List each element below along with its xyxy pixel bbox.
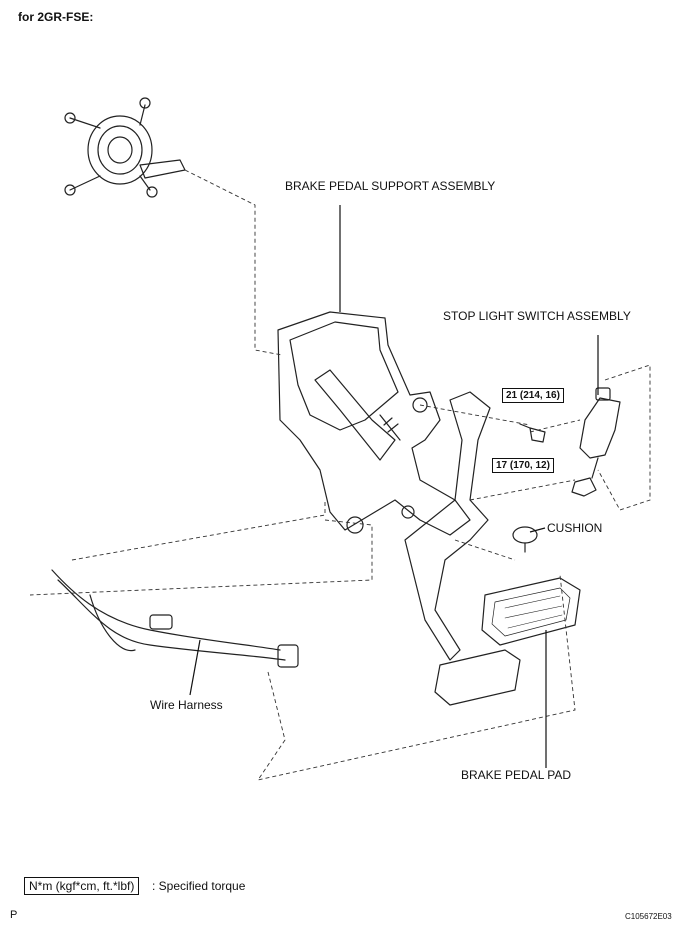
pedal-support-bracket [277, 311, 471, 536]
leader-lines [189, 205, 599, 768]
stop-light-switch-part [579, 387, 621, 479]
legend-unit-box: N*m (kgf*cm, ft.*lbf) [24, 877, 140, 895]
brake-pedal-pad-part [481, 577, 581, 646]
figure-code: C105672E03 [625, 912, 672, 921]
torque-box-nut: 17 (170, 12) [492, 458, 554, 473]
pedal-pad-on-arm [434, 649, 521, 706]
nut-17 [571, 477, 597, 497]
legend-description: : Specified torque [152, 879, 246, 893]
wire-harness-part [51, 569, 299, 668]
booster-mount-part [64, 97, 186, 198]
label-brake-pedal-support-assembly: BRAKE PEDAL SUPPORT ASSEMBLY [285, 179, 496, 193]
pedal-arm [404, 391, 491, 661]
page-title: for 2GR-FSE: [18, 10, 94, 24]
label-stop-light-switch-assembly: STOP LIGHT SWITCH ASSEMBLY [443, 309, 631, 323]
assembly-dash-lines [29, 169, 651, 781]
footer-left-marker: P [10, 909, 18, 921]
label-wire-harness: Wire Harness [150, 698, 223, 712]
label-brake-pedal-pad: BRAKE PEDAL PAD [461, 768, 572, 782]
label-cushion: CUSHION [547, 521, 603, 535]
bolt-21 [519, 423, 546, 443]
torque-box-bolt: 21 (214, 16) [502, 388, 564, 403]
cushion-part [512, 526, 538, 553]
